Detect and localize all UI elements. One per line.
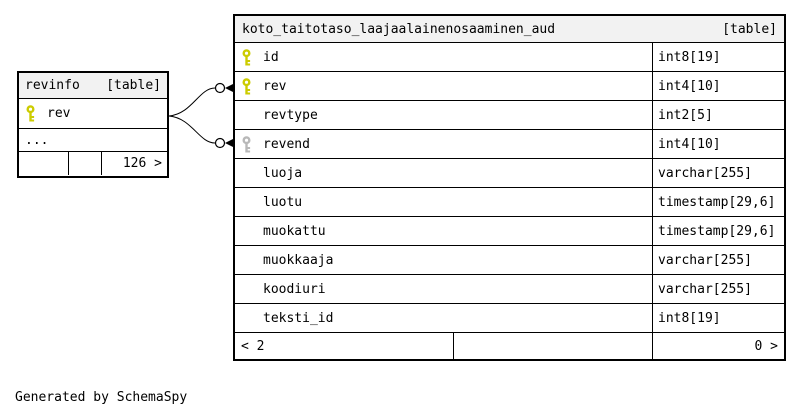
column-name: luotu [263,194,303,210]
column-type: timestamp[29,6] [652,188,784,216]
table-footer: 126 > [19,152,167,175]
primary-key-icon [241,77,263,95]
table-title: revinfo [25,78,80,93]
relationship-line-revend [168,115,216,144]
table-header: koto_taitotaso_laajaalainenosaaminen_aud… [235,16,784,43]
footer-cell [19,152,68,175]
column-name-cell: koodiuri [235,275,652,303]
column-name-cell: muokattu [235,217,652,245]
table-koto-taitotaso-laajaalainenosaaminen-aud[interactable]: koto_taitotaso_laajaalainenosaaminen_aud… [233,14,786,361]
column-name: muokattu [263,223,326,239]
column-name: revend [263,136,310,152]
column-name: muokkaaja [263,252,334,268]
column-name: id [263,49,279,65]
column-type: int8[19] [652,304,784,332]
column-type: int4[10] [652,72,784,100]
column-name-cell: luotu [235,188,652,216]
column-type: int8[19] [652,43,784,71]
column-name-cell: muokkaaja [235,246,652,274]
column-row: muokkaaja varchar[255] [235,246,784,275]
footer-parents-count: < 2 [241,338,265,354]
ellipsis-label: ... [25,132,49,148]
column-name: luoja [263,165,303,181]
footer-children-count: 0 > [652,333,784,359]
column-row: id int8[19] [235,43,784,72]
column-row: revend int4[10] [235,130,784,159]
column-type: varchar[255] [652,159,784,187]
column-name-cell: revtype [235,101,652,129]
column-name-cell: luoja [235,159,652,187]
fk-endpoint-circle [214,82,226,94]
more-columns-indicator: ... [19,129,167,152]
table-revinfo-header: revinfo [table] [19,73,167,99]
relationship-line-rev [168,87,216,117]
table-tag: [table] [106,78,161,93]
table-revinfo[interactable]: revinfo [table] rev ... 126 > [17,71,169,178]
table-footer: < 2 0 > [235,333,784,359]
column-name-cell: rev [19,99,167,128]
column-name: koodiuri [263,281,326,297]
column-row: rev int4[10] [235,72,784,101]
column-row: rev [19,99,167,129]
column-row: teksti_id int8[19] [235,304,784,333]
column-type: int2[5] [652,101,784,129]
column-name-cell: rev [235,72,652,100]
footer-cell [453,333,652,359]
column-type: timestamp[29,6] [652,217,784,245]
generated-by-credit: Generated by SchemaSpy [15,390,188,405]
footer-cell [68,152,101,175]
column-name: rev [263,78,287,94]
column-name-cell: revend [235,130,652,158]
column-row: revtype int2[5] [235,101,784,130]
column-row: koodiuri varchar[255] [235,275,784,304]
index-key-icon [241,135,263,153]
column-row: luotu timestamp[29,6] [235,188,784,217]
column-name: rev [47,106,71,121]
column-row: luoja varchar[255] [235,159,784,188]
column-name-cell: id [235,43,652,71]
column-type: int4[10] [652,130,784,158]
fk-endpoint-circle [214,137,226,149]
column-name: revtype [263,107,318,123]
column-row: muokattu timestamp[29,6] [235,217,784,246]
primary-key-icon [25,105,47,122]
column-name-cell: teksti_id [235,304,652,332]
table-title: koto_taitotaso_laajaalainenosaaminen_aud [242,21,556,37]
column-name: teksti_id [263,310,334,326]
column-type: varchar[255] [652,246,784,274]
table-tag: [table] [722,21,777,37]
primary-key-icon [241,48,263,66]
footer-related-count: 126 > [101,152,167,175]
column-type: varchar[255] [652,275,784,303]
